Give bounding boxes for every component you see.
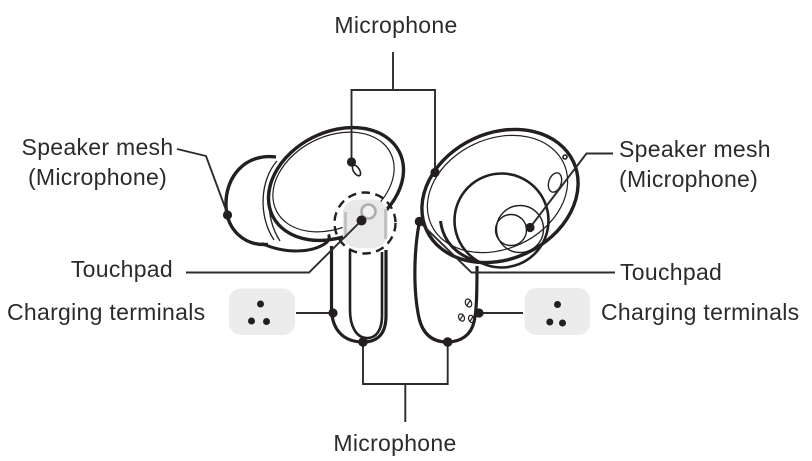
leader-left-speaker-mesh xyxy=(176,148,229,215)
label-left-speaker-mesh-line1: Speaker mesh xyxy=(21,134,174,160)
right-speaker-surround xyxy=(453,172,550,269)
leader-bottom-microphone xyxy=(362,343,449,422)
label-right-charging-terminals: Charging terminals xyxy=(601,299,800,325)
leader-lines xyxy=(176,52,615,422)
left-eartip-flange-1 xyxy=(262,160,278,241)
right-speaker-mesh-circle xyxy=(494,213,528,247)
right-stem-contacts xyxy=(457,298,476,324)
leader-right-speaker-mesh xyxy=(529,152,613,229)
left-earbud-stem-outer xyxy=(329,246,388,344)
three-dot-charging-contacts-icon-left xyxy=(229,288,295,335)
dot-right-touchpad xyxy=(414,216,425,227)
left-touchpad-sensor-ring xyxy=(360,203,377,220)
dot-right-stem-bottom xyxy=(442,337,453,347)
label-left-speaker-mesh: Speaker mesh (Microphone) xyxy=(10,132,185,192)
dot-left-microphone xyxy=(346,157,357,167)
three-dot-charging-contacts-icon-right xyxy=(524,288,590,335)
label-right-touchpad: Touchpad xyxy=(620,259,723,285)
right-earbud-body xyxy=(420,127,580,265)
dot-left-touchpad xyxy=(356,215,367,226)
left-earbud-hook xyxy=(261,233,331,253)
dot-right-speaker-mesh xyxy=(525,222,535,233)
label-bottom-microphone: Microphone xyxy=(333,430,457,456)
dashed-circle-touchpad-icon xyxy=(333,191,397,255)
leader-right-touchpad xyxy=(418,221,615,274)
right-earbud-body-inner-contour xyxy=(426,134,569,254)
label-left-speaker-mesh-line2: (Microphone) xyxy=(27,164,168,190)
dot-left-charging xyxy=(328,308,338,318)
right-earbud-hook xyxy=(439,220,483,265)
left-earbud-body xyxy=(266,125,406,243)
label-left-touchpad: Touchpad xyxy=(70,256,173,282)
leader-top-microphone xyxy=(350,52,436,172)
dot-left-speaker-mesh xyxy=(222,210,233,220)
label-right-speaker-mesh-line2: (Microphone) xyxy=(619,166,759,192)
anchor-dots xyxy=(222,157,535,347)
left-eartip-flange-2 xyxy=(268,159,285,242)
leader-left-touchpad xyxy=(186,220,362,274)
label-left-charging-terminals: Charging terminals xyxy=(7,299,206,325)
right-tiny-mic-hole xyxy=(562,154,568,160)
dot-right-microphone xyxy=(430,167,440,178)
label-top-microphone: Microphone xyxy=(334,12,458,38)
dot-left-stem-bottom xyxy=(358,337,368,347)
right-sensor-oval xyxy=(547,172,563,193)
left-eartip xyxy=(224,154,277,247)
dot-right-charging xyxy=(474,308,484,318)
left-earbud-stem-inner xyxy=(348,250,384,340)
right-speaker-ring xyxy=(495,204,545,254)
label-right-speaker-mesh-line1: Speaker mesh xyxy=(619,136,771,162)
label-right-speaker-mesh: Speaker mesh (Microphone) xyxy=(619,134,771,194)
